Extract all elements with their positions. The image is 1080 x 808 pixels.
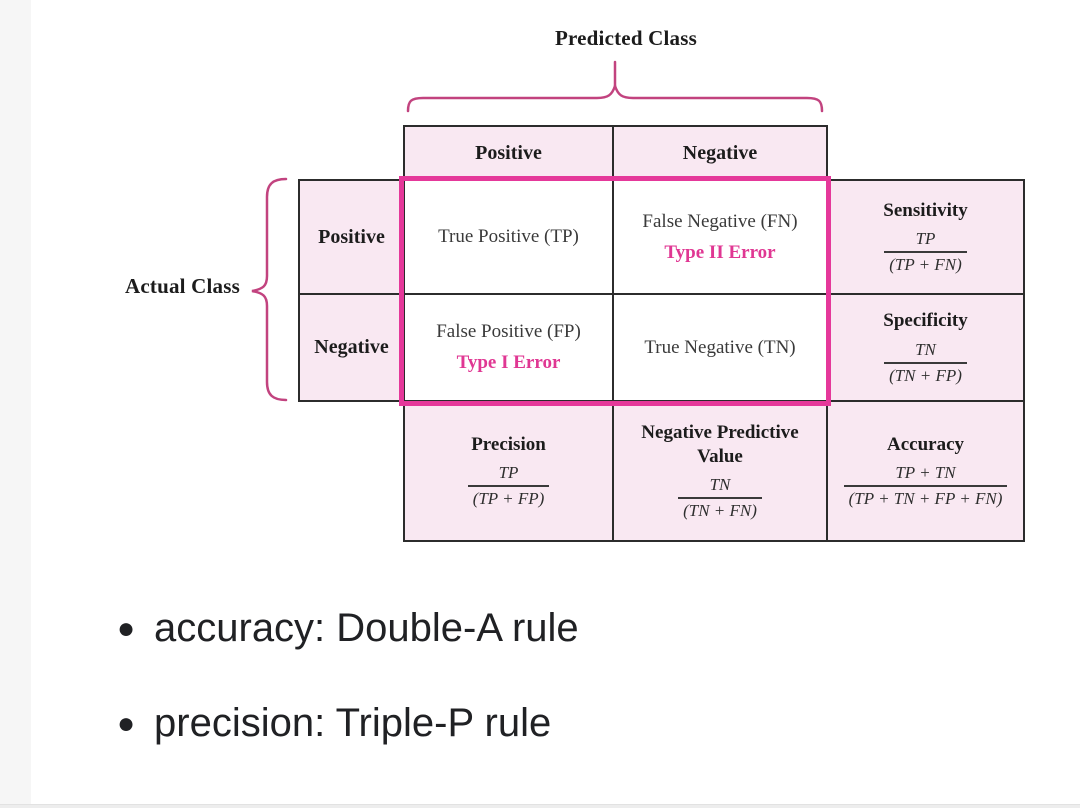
metric-precision: Precision TP (TP + FP): [403, 400, 614, 542]
false-negative-label: False Negative (FN): [642, 210, 798, 232]
column-header-negative: Negative: [612, 125, 828, 181]
row-header-positive: Positive: [298, 179, 405, 295]
npv-title: Negative Predictive Value: [641, 421, 799, 467]
sensitivity-formula: TP (TP + FN): [884, 229, 967, 275]
npv-denominator: (TN + FN): [678, 497, 762, 521]
predicted-class-label: Predicted Class: [554, 26, 697, 50]
sensitivity-denominator: (TP + FN): [884, 251, 967, 275]
false-positive-label: False Positive (FP): [436, 321, 581, 342]
note-accuracy-text: accuracy: Double-A rule: [154, 606, 579, 650]
accuracy-formula: TP + TN (TP + TN + FP + FN): [843, 463, 1008, 509]
accuracy-title: Accuracy: [886, 433, 965, 455]
list-item: ● accuracy: Double-A rule: [112, 605, 579, 652]
accuracy-denominator: (TP + TN + FP + FN): [843, 485, 1008, 509]
row-header-negative: Negative: [298, 293, 405, 402]
sensitivity-numerator: TP: [915, 229, 936, 249]
metric-sensitivity: Sensitivity TP (TP + FN): [826, 179, 1025, 295]
page-left-gutter: [0, 0, 31, 808]
column-header-positive: Positive: [403, 125, 614, 181]
type-2-error-label: Type II Error: [664, 241, 776, 263]
type-1-error-label: Type I Error: [456, 352, 561, 373]
row-header-negative-label: Negative: [314, 336, 389, 358]
column-header-positive-label: Positive: [475, 141, 542, 164]
horizontal-brace-icon: [406, 60, 824, 113]
precision-numerator: TP: [498, 463, 519, 483]
true-negative-label: True Negative (TN): [644, 336, 796, 358]
bullet-icon: ●: [116, 612, 136, 645]
accuracy-numerator: TP + TN: [895, 463, 956, 483]
cell-true-negative: True Negative (TN): [612, 293, 828, 402]
vertical-brace-icon: [251, 177, 288, 402]
cell-false-positive: False Positive (FP) Type I Error: [403, 293, 614, 402]
bullet-icon: ●: [116, 707, 136, 740]
page-bottom-divider: [0, 804, 1080, 808]
specificity-denominator: (TN + FP): [884, 361, 967, 386]
specificity-numerator: TN: [915, 339, 936, 359]
metric-accuracy: Accuracy TP + TN (TP + TN + FP + FN): [826, 400, 1025, 542]
precision-title: Precision: [471, 433, 546, 455]
actual-class-label: Actual Class: [125, 274, 240, 298]
specificity-title: Specificity: [883, 310, 968, 332]
true-positive-label: True Positive (TP): [438, 226, 579, 247]
npv-numerator: TN: [709, 475, 731, 495]
row-header-positive-label: Positive: [318, 225, 385, 248]
notes-list: ● accuracy: Double-A rule ● precision: T…: [112, 605, 579, 795]
metric-specificity: Specificity TN (TN + FP): [826, 293, 1025, 402]
npv-formula: TN (TN + FN): [678, 475, 762, 521]
column-header-negative-label: Negative: [682, 141, 758, 164]
precision-denominator: (TP + FP): [467, 485, 550, 509]
cell-true-positive: True Positive (TP): [403, 179, 614, 295]
note-precision-text: precision: Triple-P rule: [154, 701, 552, 745]
sensitivity-title: Sensitivity: [883, 199, 968, 221]
precision-formula: TP (TP + FP): [467, 463, 550, 509]
metric-negative-predictive-value: Negative Predictive Value TN (TN + FN): [612, 400, 828, 542]
specificity-formula: TN (TN + FP): [884, 340, 967, 386]
list-item: ● precision: Triple-P rule: [112, 700, 579, 747]
cell-false-negative: False Negative (FN) Type II Error: [612, 179, 828, 295]
